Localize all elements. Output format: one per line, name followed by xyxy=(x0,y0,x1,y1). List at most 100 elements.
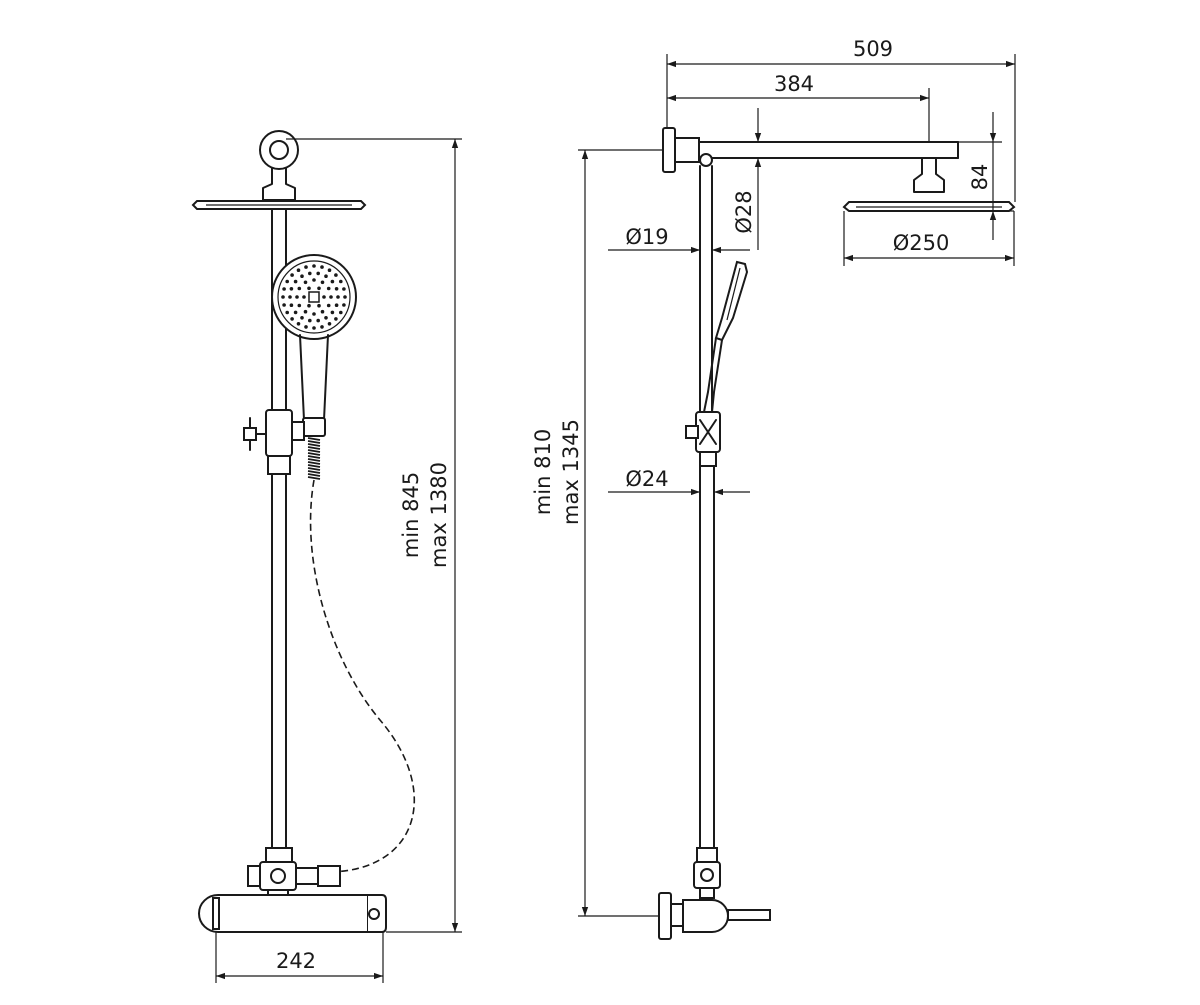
nozzle-dot xyxy=(320,309,325,314)
spring-coil xyxy=(307,467,321,471)
nozzle-dot xyxy=(290,273,294,277)
spring-coil xyxy=(307,461,321,465)
nozzle-dot xyxy=(300,316,304,320)
nozzle-dot xyxy=(330,279,335,284)
nozzle-dot xyxy=(290,317,294,321)
nozzle-dot xyxy=(334,287,339,291)
side-view xyxy=(658,127,1016,940)
nozzle-dot xyxy=(342,303,346,307)
spring-coil xyxy=(307,449,321,453)
nozzle-dot xyxy=(304,265,308,269)
dia-28-label: Ø28 xyxy=(732,190,756,233)
nozzle-dot xyxy=(281,295,285,299)
wall-bracket-ring xyxy=(259,130,299,170)
lower-riser-pipe xyxy=(271,473,287,851)
slider-bracket xyxy=(243,409,305,475)
nozzle-dot xyxy=(329,295,333,299)
nozzle-dot xyxy=(317,303,321,308)
dim-dia-28: Ø28 xyxy=(732,108,762,250)
nozzle-dot xyxy=(304,325,308,329)
nozzle-dot xyxy=(322,295,326,299)
nozzle-dot xyxy=(285,310,290,315)
shower-arm xyxy=(698,141,959,167)
nozzle-dot xyxy=(303,280,308,285)
side-head-connector xyxy=(913,157,945,193)
height-84-label: 84 xyxy=(968,164,992,191)
nozzle-dot xyxy=(320,280,325,285)
nozzle-dot xyxy=(308,271,312,276)
nozzle-dot xyxy=(320,265,324,269)
nozzle-dot xyxy=(336,295,340,299)
nozzle-dot xyxy=(312,278,316,282)
nozzle-dot xyxy=(302,295,306,299)
nozzle-dot xyxy=(330,310,335,315)
side-diverter xyxy=(693,847,721,899)
nozzle-dot xyxy=(324,316,328,320)
right-height-max: max 1345 xyxy=(559,419,583,525)
nozzle-dot xyxy=(296,322,301,326)
nozzle-dot xyxy=(317,286,321,291)
hose-spring xyxy=(307,437,321,480)
nozzle-dot xyxy=(343,295,347,299)
nozzle-dot xyxy=(289,303,294,308)
spring-coil xyxy=(307,440,321,444)
dim-dia-19: Ø19 xyxy=(608,225,750,254)
front-view xyxy=(191,130,415,933)
nozzle-dot xyxy=(307,286,311,291)
rain-head-side xyxy=(842,201,1016,212)
nozzle-dot xyxy=(339,279,343,284)
nozzle-dot xyxy=(308,318,312,323)
dim-509: 509 xyxy=(666,37,1016,202)
mixer-body-front xyxy=(198,894,387,933)
dim-dia-24: Ø24 xyxy=(608,467,750,496)
width-509-label: 509 xyxy=(853,37,893,61)
nozzle-dot xyxy=(307,303,311,308)
spring-coil xyxy=(307,470,321,474)
nozzle-center xyxy=(308,291,320,303)
dim-dia-250: Ø250 xyxy=(843,211,1015,266)
nozzle-dot xyxy=(297,286,302,291)
dia-19-label: Ø19 xyxy=(625,225,668,249)
hand-shower-nozzles xyxy=(281,264,347,330)
hand-shower-front xyxy=(271,254,357,437)
spring-coil xyxy=(307,443,321,447)
dim-right-height: min 810 max 1345 xyxy=(531,149,663,917)
nozzle-dot xyxy=(334,273,338,277)
nozzle-dot xyxy=(293,279,298,284)
nozzle-dot xyxy=(326,286,331,291)
nozzle-dot xyxy=(297,303,302,308)
nozzle-dot xyxy=(300,274,304,279)
spring-coil xyxy=(307,437,321,441)
dim-base-width: 242 xyxy=(215,932,384,983)
nozzle-dot xyxy=(312,326,316,330)
left-height-max: max 1380 xyxy=(427,462,451,568)
nozzle-dot xyxy=(296,268,301,273)
wall-flange xyxy=(662,127,676,173)
right-height-min: min 810 xyxy=(531,429,555,515)
nozzle-dot xyxy=(303,309,308,314)
dia-24-label: Ø24 xyxy=(625,467,668,491)
nozzle-dot xyxy=(282,303,286,307)
nozzle-dot xyxy=(324,274,328,279)
nozzle-dot xyxy=(282,287,286,291)
nozzle-dot xyxy=(320,325,324,329)
spring-coil xyxy=(307,455,321,459)
spring-coil xyxy=(307,464,321,468)
nozzle-dot xyxy=(312,264,316,268)
side-slider-bracket xyxy=(685,411,721,467)
dim-384: 384 xyxy=(667,72,930,142)
nozzle-dot xyxy=(327,268,332,273)
nozzle-dot xyxy=(334,317,338,321)
nozzle-dot xyxy=(288,295,292,299)
nozzle-dot xyxy=(326,303,331,308)
rain-head-front xyxy=(191,200,367,210)
spring-coil xyxy=(307,446,321,450)
nozzle-dot xyxy=(342,287,346,291)
nozzle-dot xyxy=(293,310,298,315)
spring-coil xyxy=(307,473,321,477)
spring-coil xyxy=(307,476,321,480)
shower-hose xyxy=(309,479,415,873)
dia-250-label: Ø250 xyxy=(893,231,950,255)
